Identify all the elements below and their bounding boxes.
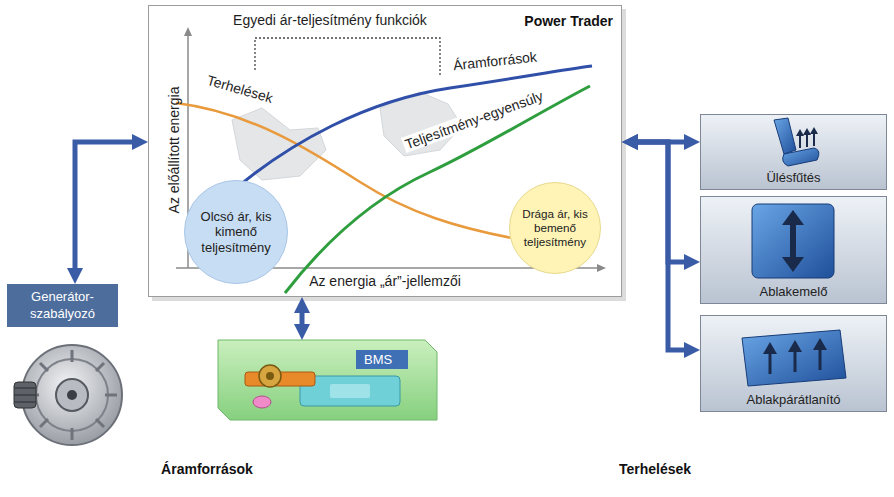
group-label: Terhelések [619,461,691,477]
bms-panel: BMS [218,340,437,420]
power-trader-panel: Power TraderOlcsó ár, kis kimenő teljesí… [148,5,622,297]
axis-label: Az energia „ár”-jellemzői [307,273,463,289]
power-flow-arrow [638,142,684,262]
chart-axes [176,27,606,272]
axis-label: Az előállított energia [166,87,182,214]
load-box: Ablakemelő [700,196,887,304]
alternator-drawing [14,345,122,445]
load-box-ground [700,114,887,412]
load-box: Ablakpárátlanító [700,315,887,412]
source-curve [222,66,592,200]
cheap-price-circle: Olcsó ár, kis kimenő teljesítmény [184,180,288,284]
load-label: Ablakpárátlanító [747,392,841,407]
panel-ground [148,5,626,301]
generator-regulator-box: Generátor- szabályozó [7,284,118,327]
expensive-price-circle: Drága ár, kis bemenő teljesítmény [509,182,601,274]
power-flow-arrow [638,142,684,350]
power-flow-arrow [300,313,305,324]
load-label: Ülésfűtés [766,170,820,185]
bms-drawing [218,340,437,420]
load-box: Ülésfűtés [700,114,887,190]
circle-text: Drága ár, kis bemenő teljesítmény [513,207,597,249]
group-label: Áramforrások [161,461,253,477]
bracket-label: Egyedi ár-teljesítmény funkciók [233,12,427,28]
bracket [255,38,440,76]
bms-tag: BMS [356,350,408,369]
power-flow-arrow [75,142,132,268]
defroster-icon [742,330,846,386]
window-lifter-icon [752,204,834,278]
seat-heater-icon [774,118,819,166]
circle-text: Olcsó ár, kis kimenő teljesítmény [194,209,278,256]
box-label: Generátor- szabályozó [13,289,112,322]
load-label: Ablakemelő [760,284,828,299]
